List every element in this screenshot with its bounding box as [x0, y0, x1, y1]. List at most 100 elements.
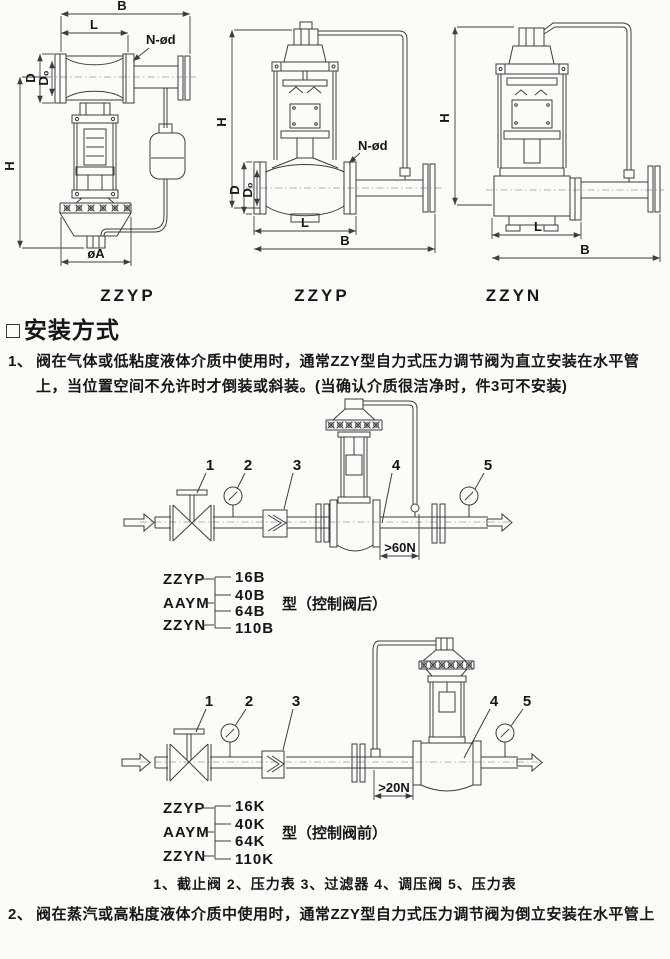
dim-l-label: L: [301, 215, 309, 230]
flow-arrow-out: [486, 512, 513, 533]
min-distance-label: >60N: [384, 540, 415, 555]
callout-2: 2: [245, 693, 253, 710]
regulating-valve: [412, 637, 482, 792]
dim-h-label: H: [214, 117, 229, 126]
actuator: [271, 21, 339, 169]
dim-n-label: N-ød: [358, 138, 388, 153]
model-zzyp: ZZYP: [163, 800, 205, 817]
code-16b: 16B: [235, 569, 266, 586]
valve-drawing-zzyn: H: [437, 22, 664, 262]
section-header: □安装方式: [6, 311, 120, 345]
drawing3-caption: ZZYN: [485, 286, 543, 305]
note-1-number: 1、: [8, 353, 33, 370]
filter: [262, 509, 288, 538]
min-distance-label: >20N: [378, 780, 409, 795]
code-64b: 64B: [235, 603, 266, 620]
dim-oa-label: øA: [87, 246, 105, 261]
dimension-L: L: [491, 218, 582, 239]
code-16k: 16K: [235, 798, 266, 815]
regulating-valve: [325, 398, 383, 552]
dimension-D0: D₀: [240, 170, 260, 206]
code-64k: 64K: [235, 833, 266, 850]
dimension-L: L: [253, 215, 357, 235]
diaphragm-chamber: [59, 202, 132, 249]
drawing2-caption: ZZYP: [294, 286, 350, 305]
dimension-oA: øA: [60, 217, 132, 266]
note-2-text: 阀在蒸汽或高粘度液体介质中使用时，通常ZZY型自力式压力调节阀为倒立安装在水平管…: [36, 906, 655, 923]
pipeline: [123, 512, 513, 533]
dim-b-label: B: [340, 233, 349, 248]
note-1-text: 阀在气体或低粘度液体介质中使用时，通常ZZY型自力式压力调节阀为直立安装在水平管…: [36, 353, 640, 395]
drawing1-caption: ZZYP: [100, 286, 156, 305]
dimension-B: B: [60, 0, 191, 54]
callout-1: 1: [205, 693, 213, 710]
stop-valve: [166, 728, 212, 782]
model-zzyp: ZZYP: [163, 571, 205, 588]
dim-b-label: B: [117, 0, 126, 13]
model-aaym: AAYM: [163, 595, 210, 612]
dimension-L: L: [61, 17, 129, 52]
code-110k: 110K: [235, 851, 274, 868]
model-zzyn: ZZYN: [163, 617, 206, 634]
stop-valve: [169, 489, 215, 542]
callout-3: 3: [293, 457, 301, 474]
flange-pair-upstream: [315, 503, 330, 543]
dimension-H: H: [2, 76, 84, 249]
callout-5: 5: [523, 693, 531, 710]
callouts: 1 2 3 4 5: [196, 457, 492, 524]
dim-b-label: B: [580, 242, 589, 257]
code-40b: 40B: [235, 587, 266, 604]
note-2-number: 2、: [8, 906, 33, 923]
code-110b: 110B: [235, 620, 274, 637]
code-40k: 40K: [235, 816, 266, 833]
valve-body: [246, 161, 442, 223]
dim-n-label: N-ød: [146, 32, 176, 47]
dimension-D0: D₀: [36, 61, 55, 96]
dim-l-label: L: [534, 219, 542, 234]
dim-h-label: H: [2, 161, 17, 170]
dimension-B: B: [492, 214, 661, 262]
distance-dimension: >60N: [379, 514, 420, 560]
callouts: 1 2 3 4 5: [195, 693, 531, 759]
valve-drawing-zzyp-inverted: B L N-ød H D D₀: [2, 0, 196, 266]
flange-pair-mid: [351, 743, 366, 783]
actuator: [495, 27, 569, 168]
distance-dimension: >20N: [373, 770, 414, 800]
callout-2: 2: [244, 457, 252, 474]
callout-1: 1: [206, 457, 214, 474]
valve-body: [486, 165, 664, 232]
flow-arrow-in: [121, 752, 151, 773]
flow-arrow-out: [516, 752, 543, 773]
sensing-line: [363, 400, 420, 517]
sensing-line: [543, 22, 635, 182]
callout-5: 5: [484, 457, 492, 474]
dimension-H: H: [437, 26, 514, 206]
callout-4: 4: [490, 693, 499, 710]
model-aaym: AAYM: [163, 824, 210, 841]
flange-pair-downstream: [431, 503, 446, 544]
valve-drawing-zzyp-upright: H: [214, 21, 442, 253]
dim-d0-label: D₀: [36, 70, 51, 85]
section-title: 安装方式: [23, 317, 120, 343]
pressure-gauge-downstream: [495, 723, 515, 757]
dimension-B: B: [254, 214, 436, 253]
dimension-H: H: [214, 29, 292, 209]
piping-schematic-before-valve: >20N 1 2 3 4 5: [121, 637, 545, 800]
sensing-line: [318, 30, 411, 180]
flow-arrow-in: [123, 512, 155, 533]
dimension-N-od: N-ød: [132, 32, 176, 62]
filter: [261, 750, 285, 779]
pressure-gauge-upstream: [220, 723, 240, 757]
pipeline: [121, 752, 543, 773]
pressure-gauge-downstream: [459, 486, 479, 517]
callout-3: 3: [292, 693, 300, 710]
sensing-line: [370, 640, 436, 758]
type-note-before: 型（控制阀前）: [282, 824, 387, 842]
type-selection-after: ZZYP AAYM ZZYN 16B 40B 64B 110B 型（控制阀后）: [163, 569, 387, 637]
component-legend: 1、截止阀 2、压力表 3、过滤器 4、调压阀 5、压力表: [153, 876, 517, 892]
pressure-gauge-upstream: [223, 486, 243, 517]
valve-body: [46, 53, 196, 104]
piping-schematic-after-valve: >60N 1 2 3 4 5: [123, 398, 513, 560]
callout-4: 4: [392, 457, 401, 474]
